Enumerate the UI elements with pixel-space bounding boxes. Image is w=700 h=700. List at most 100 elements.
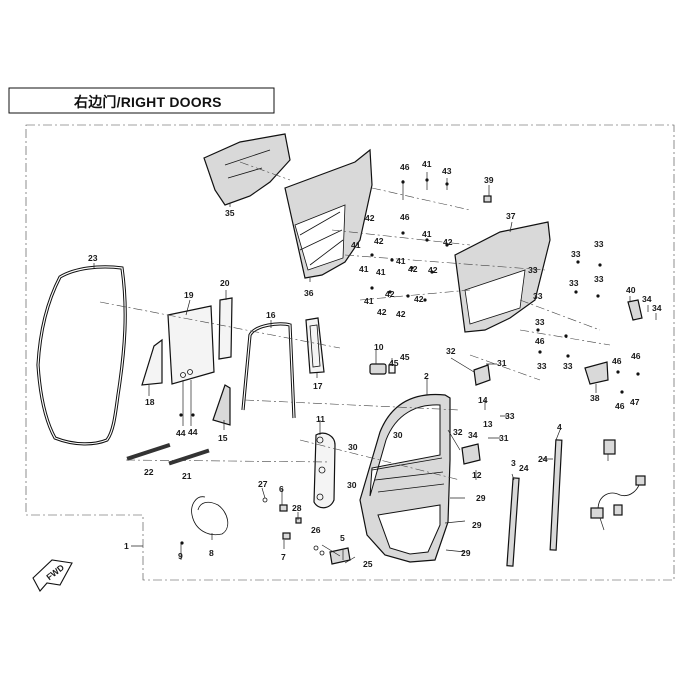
small-glass-part-18 (141, 338, 163, 386)
pocket-part-38 (584, 361, 609, 385)
callout-30a: 30 (348, 442, 358, 452)
callout-42c: 42 (374, 236, 384, 246)
callout-4: 4 (557, 422, 562, 432)
callout-33d: 33 (528, 265, 538, 275)
callout-3: 3 (511, 458, 516, 468)
callout-46d: 46 (612, 356, 622, 366)
callout-33c: 33 (594, 239, 604, 249)
callout-42g: 42 (414, 294, 424, 304)
callout-33h: 33 (535, 317, 545, 327)
callout-44b: 44 (188, 427, 198, 437)
callout-44a: 44 (176, 428, 186, 438)
callout-8: 8 (209, 548, 214, 558)
fwd-arrow-icon: FWD (32, 559, 73, 592)
trim-frame-part-17 (305, 317, 325, 374)
callout-42e: 42 (428, 265, 438, 275)
callout-22: 22 (144, 467, 154, 477)
callout-7: 7 (281, 552, 286, 562)
belt-strip-part-22 (126, 442, 171, 461)
callout-12: 12 (472, 470, 482, 480)
callout-46e: 46 (631, 351, 641, 361)
callout-42b: 42 (443, 237, 453, 247)
callout-27: 27 (258, 479, 268, 489)
callout-41c: 41 (351, 240, 361, 250)
callout-17: 17 (313, 381, 323, 391)
title-box (8, 87, 275, 114)
callout-32b: 32 (453, 427, 463, 437)
callout-19: 19 (184, 290, 194, 300)
callout-25: 25 (363, 559, 373, 569)
hinge-part-12 (461, 443, 481, 465)
door-outer-panel-part-37 (454, 221, 551, 333)
callout-33b: 33 (571, 249, 581, 259)
callout-9: 9 (178, 551, 183, 561)
callout-15: 15 (218, 433, 228, 443)
fastener-dots (179, 178, 640, 545)
callout-33a: 33 (505, 411, 515, 421)
callout-14: 14 (478, 395, 488, 405)
callout-16: 16 (266, 310, 276, 320)
callout-41f: 41 (359, 264, 369, 274)
wire-harness-part-47 (590, 475, 646, 519)
callout-31b: 31 (499, 433, 509, 443)
callout-11: 11 (316, 414, 325, 424)
callout-37: 37 (506, 211, 516, 221)
callout-41b: 41 (422, 229, 432, 239)
callout-41a: 41 (422, 159, 432, 169)
callout-23: 23 (88, 253, 98, 263)
door-trim-panel-part-35 (203, 133, 291, 206)
door-inner-panel-part-36 (284, 148, 373, 279)
callout-42h: 42 (377, 307, 387, 317)
callout-28: 28 (292, 503, 302, 513)
callout-2: 2 (424, 371, 429, 381)
door-seal-part-23 (36, 265, 127, 446)
callout-41e: 41 (396, 256, 406, 266)
rod-part-4 (549, 439, 563, 551)
callout-26: 26 (311, 525, 321, 535)
quarter-glass-part-20 (218, 297, 233, 360)
callout-45a: 45 (389, 358, 399, 368)
rod-part-3 (506, 477, 520, 567)
callout-42f: 42 (385, 289, 395, 299)
clip-part-39 (483, 195, 492, 203)
callout-1: 1 (124, 541, 129, 551)
assembly-boundary (25, 124, 675, 581)
leader-lines (93, 161, 657, 564)
callout-29a: 29 (476, 493, 486, 503)
callout-10: 10 (374, 342, 384, 352)
callout-42a: 42 (365, 213, 375, 223)
callout-33g: 33 (533, 291, 543, 301)
callout-39: 39 (484, 175, 494, 185)
handle-part-40 (627, 299, 643, 321)
callout-20: 20 (220, 278, 230, 288)
callout-38: 38 (590, 393, 600, 403)
callout-41d: 41 (376, 267, 386, 277)
callout-31a: 31 (497, 358, 507, 368)
callout-40: 40 (626, 285, 636, 295)
callout-6: 6 (279, 484, 284, 494)
connector-part-48 (603, 439, 616, 455)
callout-18: 18 (145, 397, 155, 407)
callout-42i: 42 (396, 309, 406, 319)
trim-strip-part-15 (212, 384, 231, 426)
callout-30b: 30 (347, 480, 357, 490)
callout-42d: 42 (408, 264, 418, 274)
callout-24b: 24 (519, 463, 529, 473)
lock-part-10 (369, 363, 387, 375)
hinge-part-31 (473, 364, 491, 386)
callout-33e: 33 (569, 278, 579, 288)
callout-34c: 34 (652, 303, 662, 313)
callout-34a: 34 (468, 430, 478, 440)
window-glass-part-19 (167, 305, 215, 385)
callout-numbers: 1 2 3 4 5 6 7 8 9 10 11 12 13 14 15 16 1… (88, 159, 662, 569)
callout-33f: 33 (594, 274, 604, 284)
callout-46c: 46 (535, 336, 545, 346)
callout-41g: 41 (364, 296, 374, 306)
callout-46a: 46 (400, 162, 410, 172)
callout-33j: 33 (563, 361, 573, 371)
callout-45b: 45 (400, 352, 410, 362)
callout-13: 13 (483, 419, 493, 429)
glass-run-channel-part-16 (241, 322, 296, 419)
callout-46b: 46 (400, 212, 410, 222)
